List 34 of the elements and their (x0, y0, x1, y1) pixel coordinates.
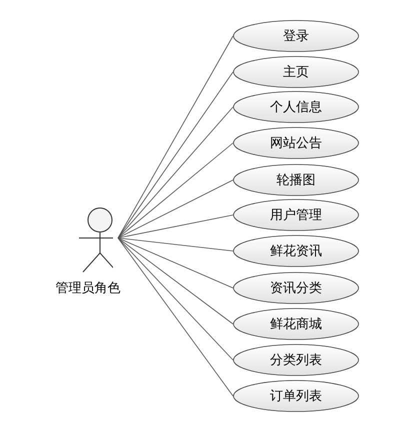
use-case-ellipse (233, 164, 359, 196)
association-line (118, 72, 234, 238)
association-line (118, 106, 234, 238)
use-case-ellipse (233, 235, 359, 267)
use-case-label: 鲜花资讯 (270, 243, 322, 260)
use-case-label: 轮播图 (276, 172, 316, 189)
use-case-label: 个人信息 (270, 99, 322, 116)
use-case-ellipse (233, 56, 359, 88)
association-line (118, 238, 234, 252)
use-case-ellipse (233, 91, 359, 123)
use-case-ellipse (233, 272, 359, 304)
use-case-label: 订单列表 (270, 388, 322, 405)
use-case-label: 网站公告 (270, 135, 322, 152)
association-line (118, 142, 234, 238)
actor-label: 管理员角色 (56, 280, 120, 297)
use-case-ellipse (233, 20, 359, 52)
use-case-ellipse (233, 344, 359, 376)
use-case-ellipse (233, 380, 359, 412)
association-line (118, 238, 234, 360)
use-case-label: 分类列表 (270, 352, 322, 369)
use-case-label: 用户管理 (270, 207, 322, 224)
association-line (118, 180, 234, 238)
association-line (118, 238, 234, 324)
association-line (118, 238, 234, 288)
use-case-ellipse (233, 308, 359, 340)
use-case-label: 主页 (283, 64, 309, 81)
use-case-label: 登录 (283, 28, 309, 45)
use-case-label: 资讯分类 (270, 280, 322, 297)
association-line (118, 36, 234, 238)
use-case-ellipse (233, 127, 359, 159)
association-line (118, 214, 234, 238)
use-case-ellipse (233, 199, 359, 231)
use-case-label: 鲜花商城 (270, 316, 322, 333)
association-line (118, 238, 234, 396)
